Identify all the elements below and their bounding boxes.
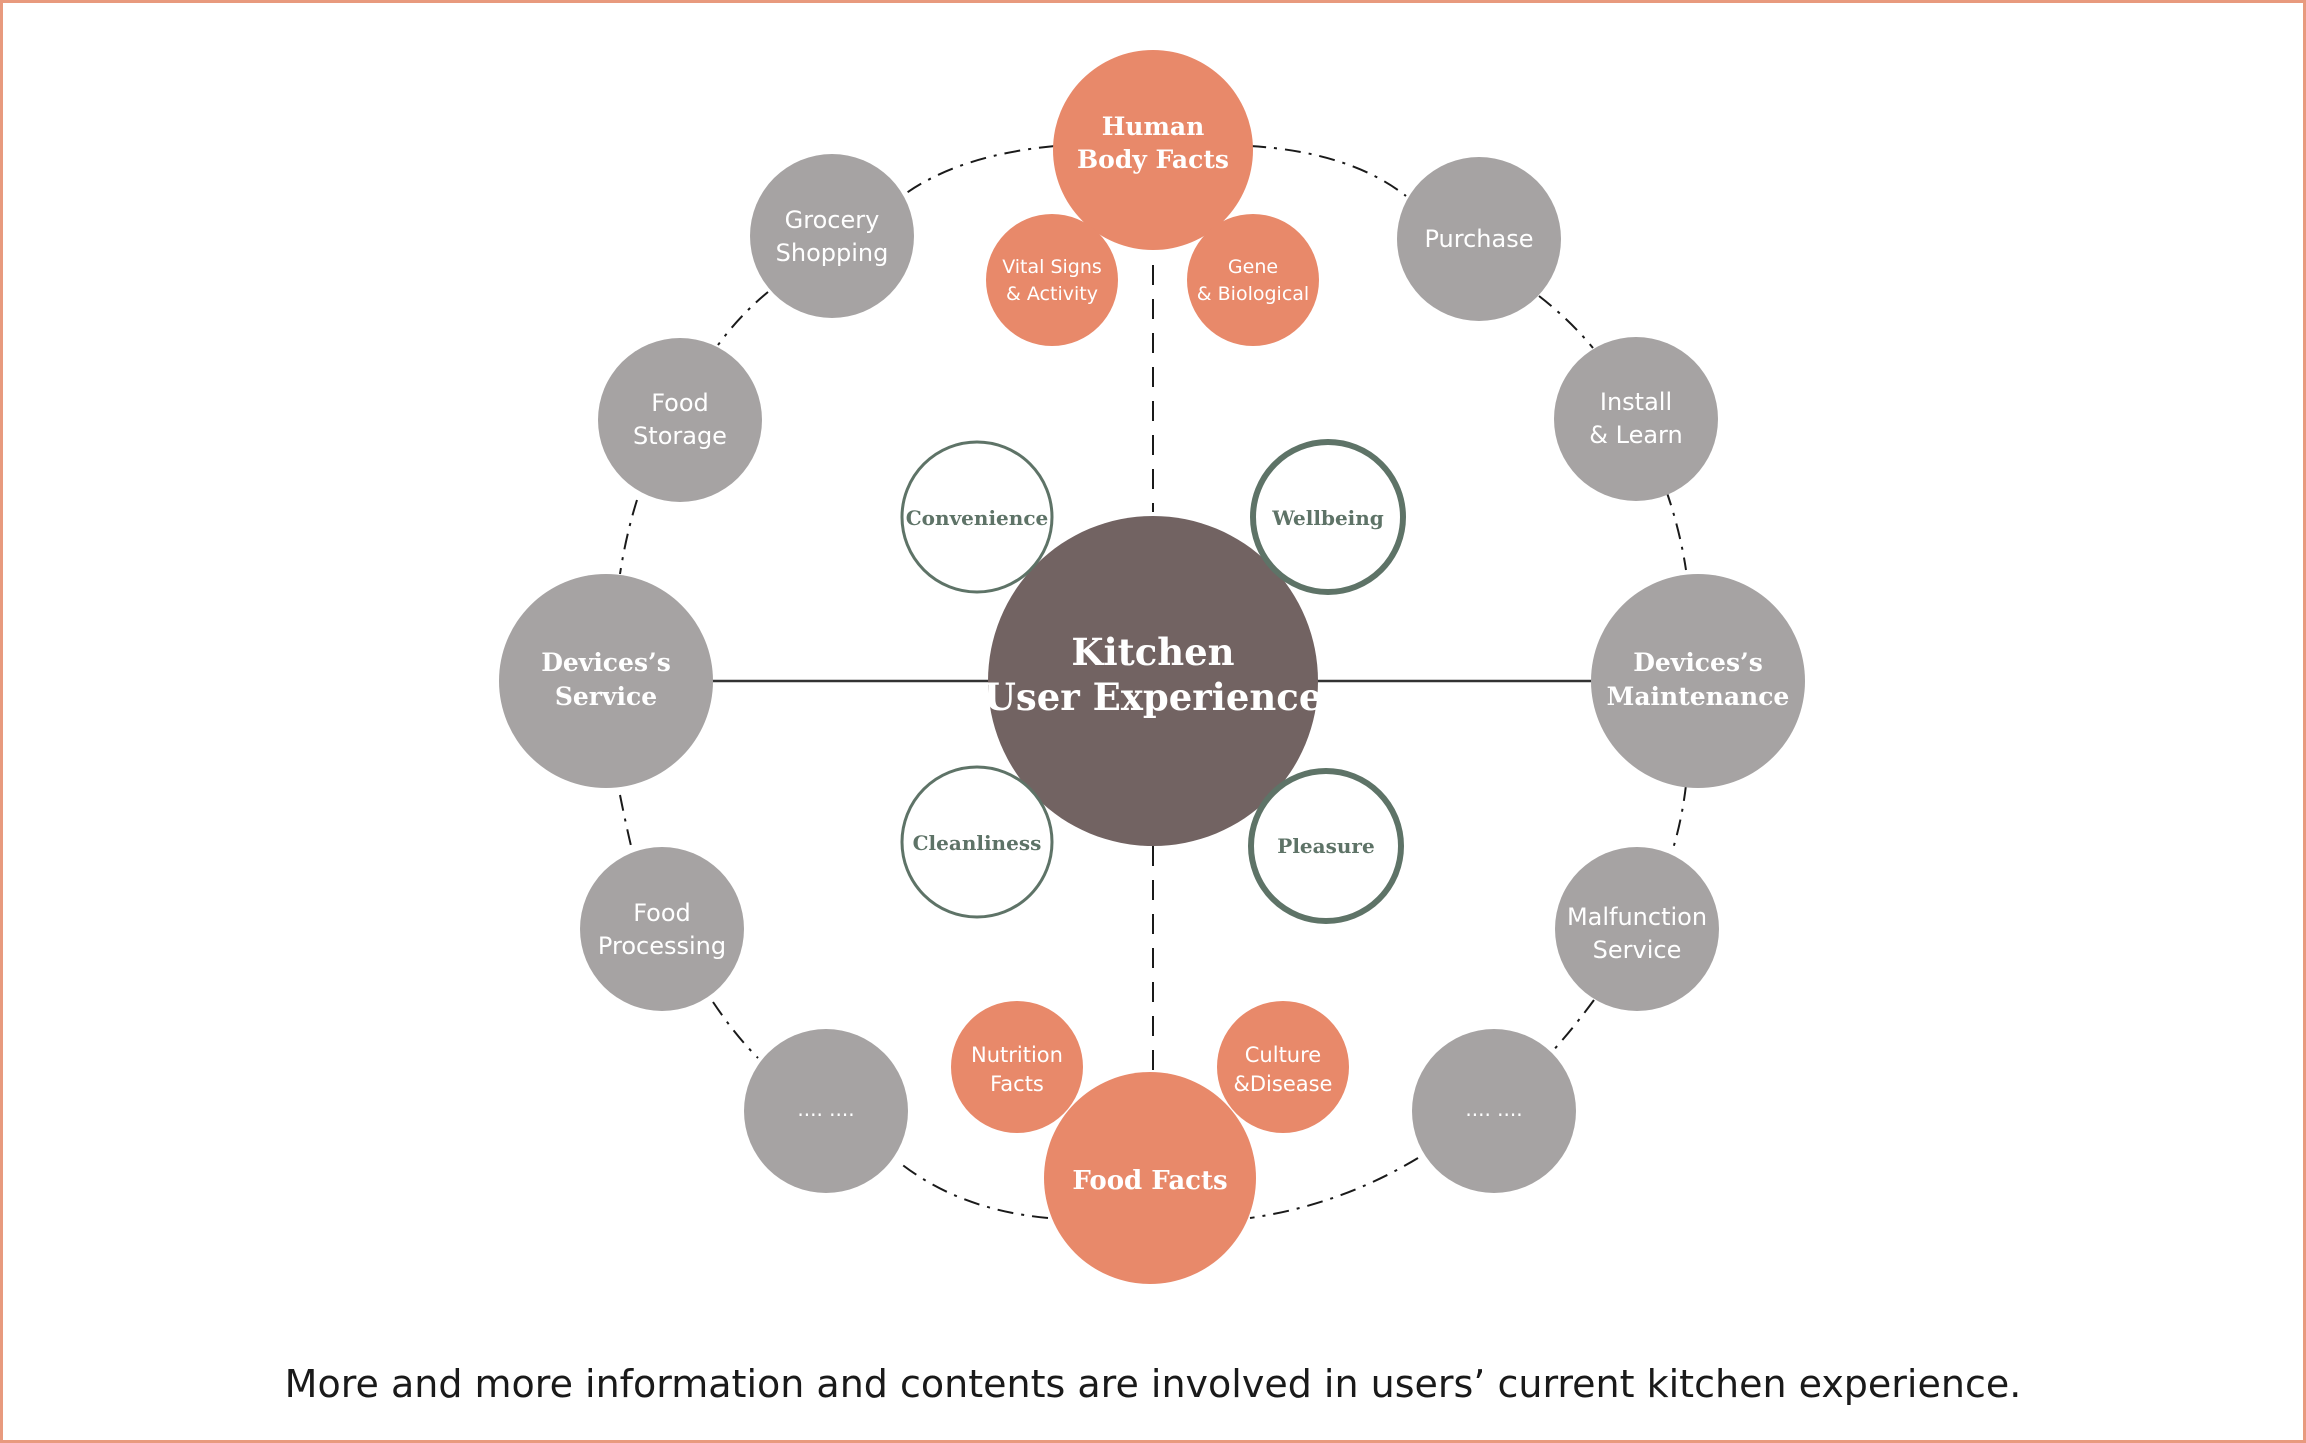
outer-circle bbox=[1591, 574, 1805, 788]
devices-maintenance-line2: Maintenance bbox=[1607, 682, 1790, 711]
devices-service-line2: Service bbox=[555, 682, 657, 711]
ring-arc-left-4 bbox=[712, 1001, 759, 1059]
food-processing-line2: Processing bbox=[598, 932, 726, 960]
food-facts-node: Food Facts bbox=[1044, 1072, 1256, 1284]
outer-circle bbox=[598, 338, 762, 502]
ring-arc-bottom-left bbox=[899, 1162, 1049, 1219]
outer-circle bbox=[1397, 157, 1561, 321]
value-circle bbox=[900, 440, 1054, 594]
vital-signs-line2: & Activity bbox=[1006, 283, 1098, 305]
ring-arc-right-2 bbox=[1665, 489, 1687, 571]
center-title-line2: User Experience bbox=[984, 675, 1323, 719]
value-node-cleanliness: Cleanliness bbox=[900, 765, 1054, 919]
fact-circle bbox=[1217, 1001, 1349, 1133]
fact-circle bbox=[986, 214, 1118, 346]
ring-arc-right-4 bbox=[1549, 999, 1595, 1055]
more-right-node: .... .... bbox=[1412, 1029, 1576, 1193]
diagram-caption: More and more information and contents a… bbox=[284, 1362, 2022, 1406]
value-label-pleasure: Pleasure bbox=[1277, 834, 1374, 858]
outer-circle bbox=[1555, 847, 1719, 1011]
food-facts-label: Food Facts bbox=[1072, 1166, 1227, 1196]
install-line1: Install bbox=[1600, 388, 1672, 416]
devices-service-node: Devices’s Service bbox=[499, 574, 713, 788]
devices-maintenance-line1: Devices’s bbox=[1633, 648, 1763, 677]
value-node-pleasure: Pleasure bbox=[1248, 768, 1404, 924]
culture-line1: Culture bbox=[1245, 1043, 1321, 1067]
gene-line1: Gene bbox=[1228, 256, 1278, 278]
outer-circle bbox=[1554, 337, 1718, 501]
human-body-facts-line2: Body Facts bbox=[1077, 145, 1229, 174]
gene-line2: & Biological bbox=[1197, 283, 1309, 305]
fact-circle bbox=[1187, 214, 1319, 346]
outer-ring bbox=[619, 145, 1687, 1219]
grocery-shopping-node: Grocery Shopping bbox=[750, 154, 914, 318]
nutrition-facts-node: Nutrition Facts bbox=[951, 1001, 1083, 1133]
food-storage-line2: Storage bbox=[633, 422, 727, 450]
grocery-line1: Grocery bbox=[785, 206, 880, 234]
value-label-cleanliness: Cleanliness bbox=[913, 831, 1042, 855]
outer-circle bbox=[744, 1029, 908, 1193]
nutrition-line2: Facts bbox=[990, 1072, 1044, 1096]
value-circle bbox=[900, 765, 1054, 919]
center-node: Kitchen User Experience bbox=[984, 516, 1323, 846]
ring-arc-top-right bbox=[1249, 145, 1407, 197]
fact-circle bbox=[951, 1001, 1083, 1133]
ring-arc-bottom-right bbox=[1249, 1157, 1419, 1219]
value-circle bbox=[1248, 768, 1404, 924]
food-processing-line1: Food bbox=[633, 899, 691, 927]
more-left-node: .... .... bbox=[744, 1029, 908, 1193]
food-processing-node: Food Processing bbox=[580, 847, 744, 1011]
install-learn-node: Install & Learn bbox=[1554, 337, 1718, 501]
fact-circle bbox=[1044, 1072, 1256, 1284]
ring-arc-right-3 bbox=[1671, 784, 1687, 853]
devices-service-line1: Devices’s bbox=[541, 648, 671, 677]
malfunction-service-node: Malfunction Service bbox=[1555, 847, 1719, 1011]
culture-disease-node: Culture &Disease bbox=[1217, 1001, 1349, 1133]
more-left-label: .... .... bbox=[797, 1097, 854, 1121]
nutrition-line1: Nutrition bbox=[971, 1043, 1063, 1067]
value-label-convenience: Convenience bbox=[906, 506, 1048, 530]
vital-signs-node: Vital Signs & Activity bbox=[986, 214, 1118, 346]
devices-maintenance-node: Devices’s Maintenance bbox=[1591, 574, 1805, 788]
value-label-wellbeing: Wellbeing bbox=[1271, 506, 1384, 530]
ring-arc-left-3 bbox=[619, 794, 633, 851]
purchase-node: Purchase bbox=[1397, 157, 1561, 321]
food-storage-line1: Food bbox=[651, 389, 709, 417]
fact-circle bbox=[1053, 50, 1253, 250]
vital-signs-line1: Vital Signs bbox=[1002, 256, 1102, 278]
ring-arc-top-left bbox=[904, 145, 1056, 195]
ring-arc-right-1 bbox=[1538, 295, 1594, 349]
malfunction-line2: Service bbox=[1593, 936, 1682, 964]
center-title-line1: Kitchen bbox=[1071, 630, 1234, 674]
food-storage-node: Food Storage bbox=[598, 338, 762, 502]
malfunction-line1: Malfunction bbox=[1567, 903, 1707, 931]
center-circle bbox=[988, 516, 1318, 846]
value-node-wellbeing: Wellbeing bbox=[1250, 439, 1406, 595]
grocery-line2: Shopping bbox=[776, 239, 889, 267]
install-line2: & Learn bbox=[1589, 421, 1682, 449]
ring-arc-left-2 bbox=[619, 499, 638, 575]
outer-circle bbox=[580, 847, 744, 1011]
culture-line2: &Disease bbox=[1234, 1072, 1333, 1096]
ring-arc-left-1 bbox=[717, 291, 769, 346]
gene-biological-node: Gene & Biological bbox=[1187, 214, 1319, 346]
purchase-label: Purchase bbox=[1425, 225, 1534, 253]
human-body-facts-line1: Human bbox=[1102, 112, 1205, 141]
outer-circle bbox=[1412, 1029, 1576, 1193]
human-body-facts-node: Human Body Facts bbox=[1053, 50, 1253, 250]
outer-circle bbox=[499, 574, 713, 788]
outer-circle bbox=[750, 154, 914, 318]
value-node-convenience: Convenience bbox=[900, 440, 1054, 594]
value-circle bbox=[1250, 439, 1406, 595]
more-right-label: .... .... bbox=[1465, 1097, 1522, 1121]
